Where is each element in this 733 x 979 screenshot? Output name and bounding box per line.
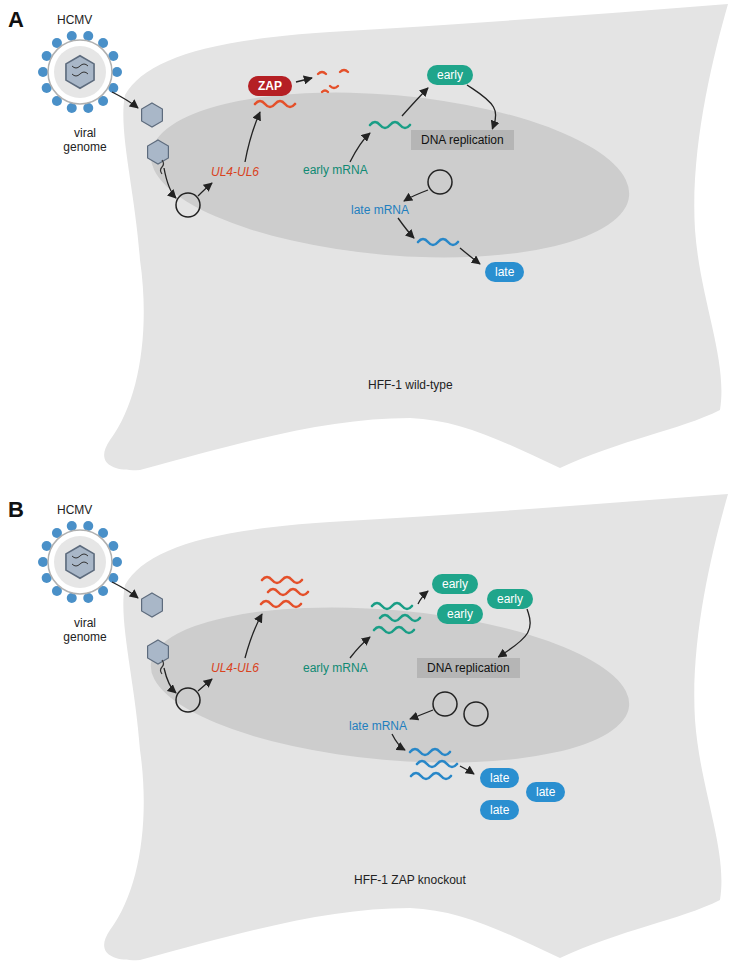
late-mrna <box>417 761 457 767</box>
capsid <box>142 103 163 127</box>
capsid <box>148 140 169 164</box>
spike-head <box>67 31 77 41</box>
process-box: DNA replication <box>417 658 520 678</box>
mrna-label: early mRNA <box>303 661 368 675</box>
cell-caption: HFF-1 wild-type <box>368 378 453 392</box>
spike-head <box>38 67 48 77</box>
early-protein: early <box>432 574 478 594</box>
node-text: late <box>490 803 509 817</box>
node-text: early <box>497 592 523 606</box>
viral-genome-circle <box>428 170 452 194</box>
spike-head <box>67 103 77 113</box>
node-text: early <box>437 68 463 82</box>
gene-label: UL4-UL6 <box>211 165 259 179</box>
early-mrna <box>380 615 420 621</box>
early-mrna <box>372 603 412 609</box>
early-protein: early <box>427 65 473 85</box>
nucleus <box>144 74 636 275</box>
virion-spikes <box>38 31 122 113</box>
process-arrows <box>112 78 480 264</box>
viral-dna <box>161 660 164 674</box>
viral-genome-circle <box>176 193 200 217</box>
degraded-mrna <box>318 70 348 92</box>
cell-body <box>104 494 728 960</box>
node-text: late <box>536 785 555 799</box>
ul4-ul6-mrna <box>262 577 302 583</box>
node-text: ZAP <box>258 79 282 93</box>
early-protein: early <box>437 604 483 624</box>
process-arrow <box>467 85 496 129</box>
virus-label: HCMV <box>57 13 92 27</box>
zap-protein: ZAP <box>248 76 292 96</box>
virus-label: viral genome <box>59 126 111 154</box>
ul4-ul6-mrna <box>261 601 301 607</box>
late-protein: late <box>480 768 519 788</box>
spike-head <box>112 557 122 567</box>
spike-head <box>112 67 122 77</box>
late-protein: late <box>480 800 519 820</box>
late-mrna <box>411 773 451 779</box>
node-text: DNA replication <box>427 661 510 675</box>
node-text: early <box>447 607 473 621</box>
virion-spikes <box>38 521 122 603</box>
capsid <box>142 593 163 617</box>
cell-caption: HFF-1 ZAP knockout <box>354 873 466 887</box>
process-box: DNA replication <box>411 130 514 150</box>
panel-letter: A <box>8 8 24 32</box>
node-text: early <box>442 577 468 591</box>
viral-genome-circle <box>176 688 200 712</box>
spike-head <box>83 521 93 531</box>
mrna-label: late mRNA <box>349 719 407 733</box>
spike-head <box>67 521 77 531</box>
cell-body <box>104 4 728 470</box>
viral-dna <box>161 160 164 174</box>
nucleus <box>144 589 635 780</box>
node-text: DNA replication <box>421 133 504 147</box>
mrna-label: late mRNA <box>351 203 409 217</box>
viral-genome-circle <box>433 692 457 716</box>
late-mrna <box>410 749 450 755</box>
spike-head <box>83 103 93 113</box>
gene-label: UL4-UL6 <box>211 661 259 675</box>
late-mrna <box>418 239 458 245</box>
ul4-ul6-mrna <box>268 589 308 595</box>
viral-genome-circle <box>464 702 488 726</box>
ul4-ul6-mrna <box>255 101 295 107</box>
early-protein: early <box>487 589 533 609</box>
spike-head <box>67 593 77 603</box>
process-arrows <box>112 582 474 774</box>
late-protein: late <box>526 782 565 802</box>
panel-letter: B <box>8 498 24 522</box>
virus-label: viral genome <box>59 616 111 644</box>
spike-head <box>83 31 93 41</box>
early-mrna <box>370 122 410 128</box>
mrna-label: early mRNA <box>303 163 368 177</box>
node-text: late <box>495 265 514 279</box>
virion <box>48 530 112 594</box>
spike-head <box>38 557 48 567</box>
early-mrna <box>374 627 414 633</box>
spike-head <box>83 593 93 603</box>
process-arrow <box>498 609 530 657</box>
capsid <box>148 640 169 664</box>
late-protein: late <box>485 262 524 282</box>
virus-label: HCMV <box>57 503 92 517</box>
virion <box>48 40 112 104</box>
node-text: late <box>490 771 509 785</box>
